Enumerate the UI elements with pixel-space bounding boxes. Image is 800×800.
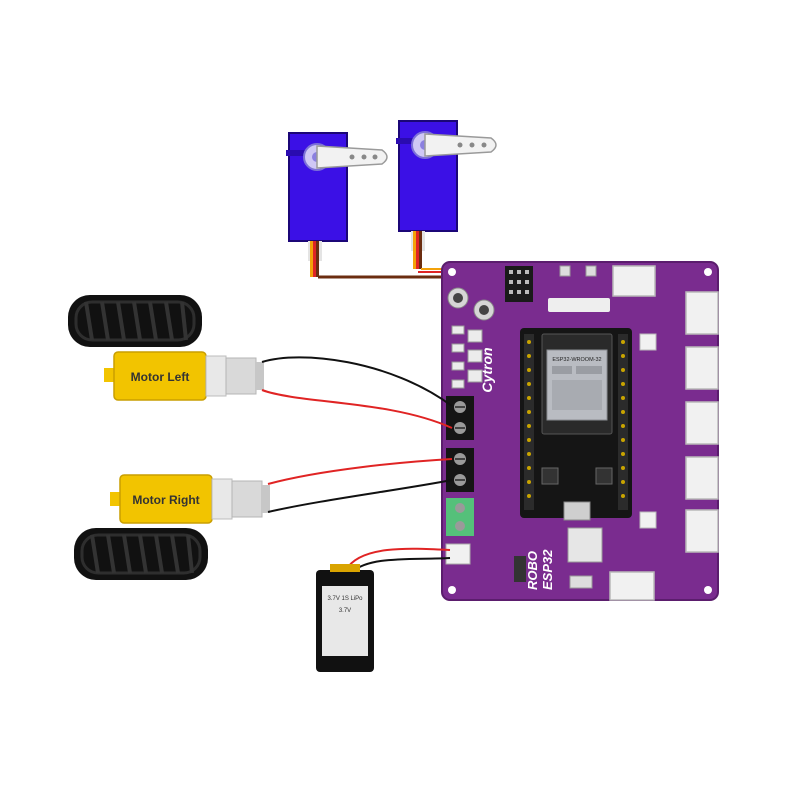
servo-left: [286, 132, 388, 277]
battery-label-line2: 3.7V: [339, 608, 351, 614]
motor-right: Motor Right: [110, 474, 270, 524]
motor-wires: [261, 356, 453, 513]
servo-header: [505, 266, 533, 302]
motor-terminal-blocks: [446, 396, 474, 536]
grove-connectors-right: [685, 291, 719, 553]
lipo-battery: 3.7V 1S LiPo 3.7V: [316, 547, 451, 672]
robo-esp32-board: Cytron ESP32-WROOM-32: [441, 261, 719, 601]
motor-left-label: Motor Left: [131, 370, 190, 384]
board-brand: Cytron: [479, 347, 495, 392]
board-name-line1: ROBO: [525, 551, 540, 590]
battery-label-line1: 3.7V 1S LiPo: [327, 596, 363, 602]
module-label: ESP32-WROOM-32: [552, 357, 601, 363]
esp32-devkit: ESP32-WROOM-32: [520, 328, 632, 521]
motor-left: Motor Left: [104, 351, 264, 401]
wheel-left-top: [68, 295, 202, 347]
servo-right: [396, 120, 497, 269]
wheel-right-bottom: [74, 528, 208, 580]
board-name-line2: ESP32: [540, 549, 555, 590]
motor-right-label: Motor Right: [132, 493, 199, 507]
